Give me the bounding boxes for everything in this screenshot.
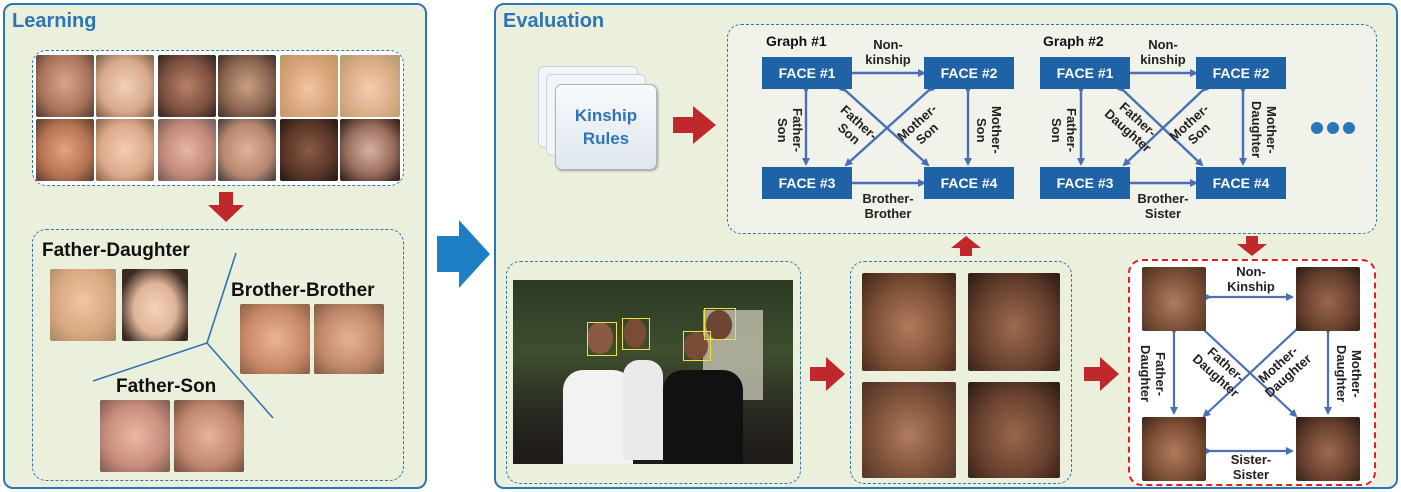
graph1-left-edge-label: Father-Son [775, 107, 805, 153]
face-thumb [50, 269, 116, 341]
face-thumb [158, 119, 216, 181]
result-right-edge-label: Mother-Daughter [1334, 345, 1364, 403]
graph1-title: Graph #1 [766, 33, 827, 49]
kinship-rules-card: Kinship Rules [555, 84, 657, 170]
detected-face [968, 382, 1060, 478]
training-face-grid [36, 55, 400, 181]
kinship-rules-label-2: Rules [582, 129, 630, 148]
graph1-face-3[interactable]: FACE #3 [762, 167, 852, 199]
relation-father-daughter-label: Father-Daughter [42, 240, 190, 261]
face-detection-box [683, 331, 711, 361]
face-thumb [36, 119, 94, 181]
detected-faces-box [850, 261, 1072, 484]
result-left-edge-label: Father-Daughter [1138, 345, 1168, 403]
family-photo-box [506, 261, 801, 484]
result-face-1 [1142, 267, 1206, 331]
face-thumb [240, 304, 310, 374]
face-thumb [174, 400, 244, 472]
face-thumb [36, 55, 94, 117]
learned-relations-box [32, 229, 404, 481]
detected-face [862, 273, 956, 371]
face-thumb [280, 119, 338, 181]
graph2-left-edge-label: Father-Son [1049, 107, 1079, 153]
graph1-face-4[interactable]: FACE #4 [924, 167, 1014, 199]
face-thumb [340, 119, 400, 181]
learning-title: Learning [12, 10, 97, 32]
face-detection-box [704, 308, 736, 340]
graph2-top-edge-label: Non-kinship [1140, 37, 1186, 67]
family-photo [513, 280, 793, 464]
face-detection-box [587, 322, 617, 356]
face-thumb [96, 55, 154, 117]
face-thumb [100, 400, 170, 472]
result-bottom-edge-label: Sister-Sister [1230, 452, 1272, 482]
face-detection-box [622, 318, 650, 350]
face-thumb [96, 119, 154, 181]
detected-face [862, 382, 956, 478]
result-face-2 [1296, 267, 1360, 331]
face-thumb [122, 269, 188, 341]
graph1-bottom-edge-label: Brother-Brother [862, 191, 914, 221]
graph2-face-1[interactable]: FACE #1 [1040, 57, 1130, 89]
face-thumb [280, 55, 338, 117]
face-thumb [314, 304, 384, 374]
graph2-bottom-edge-label: Brother-Sister [1137, 191, 1189, 221]
relation-brother-brother-label: Brother-Brother [231, 280, 375, 301]
graph2-right-edge-label: Mother-Daughter [1249, 101, 1279, 159]
face-thumb [340, 55, 400, 117]
face-thumb [158, 55, 216, 117]
graph2-title: Graph #2 [1043, 33, 1104, 49]
graph1-top-edge-label: Non-kinship [865, 37, 911, 67]
graph2-face-2[interactable]: FACE #2 [1196, 57, 1286, 89]
face-thumb [218, 55, 276, 117]
result-face-4 [1296, 417, 1360, 481]
face-thumb [218, 119, 276, 181]
graph1-face-1[interactable]: FACE #1 [762, 57, 852, 89]
graph2-face-3[interactable]: FACE #3 [1040, 167, 1130, 199]
kinship-rules-stack: Kinship Rules [538, 66, 658, 176]
result-face-3 [1142, 417, 1206, 481]
graph1-face-2[interactable]: FACE #2 [924, 57, 1014, 89]
graph2-face-4[interactable]: FACE #4 [1196, 167, 1286, 199]
result-top-edge-label: Non-Kinship [1227, 264, 1275, 294]
graph1-right-edge-label: Mother-Son [974, 106, 1004, 154]
kinship-rules-label-1: Kinship [574, 106, 638, 125]
evaluation-title: Evaluation [503, 10, 605, 32]
relation-father-son-label: Father-Son [116, 376, 217, 397]
detected-face [968, 273, 1060, 371]
